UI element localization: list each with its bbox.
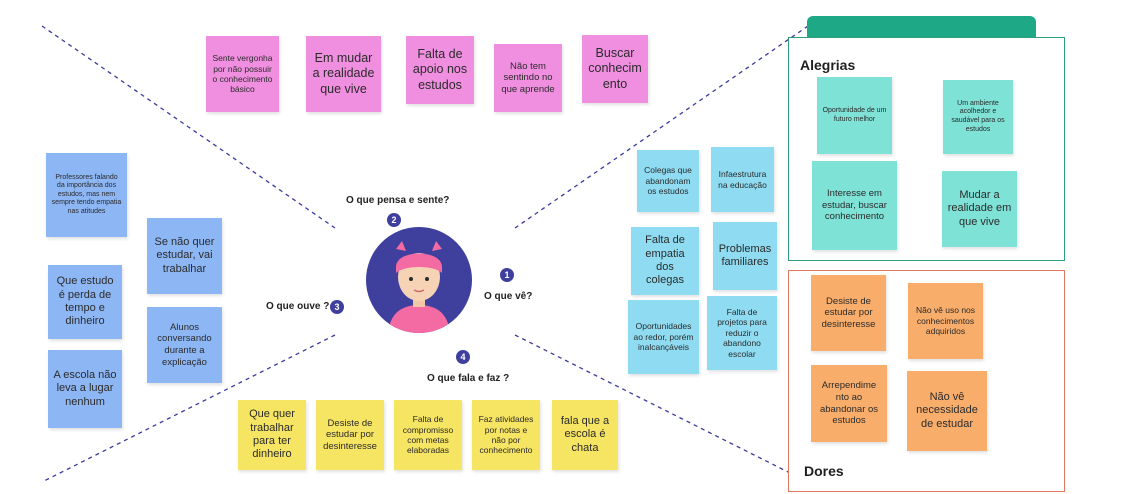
sticky-note-think-2: Em mudar a realidade que vive [306,36,381,112]
sticky-note-hear-4: Alunos conversando durante a explicação [147,307,222,383]
sticky-note-see-3: Falta de empatia dos colegas [631,227,699,295]
dashed-line-bottom-left [41,334,336,483]
sticky-note-think-3: Falta de apoio nos estudos [406,36,474,104]
sticky-note-think-1: Sente vergonha por não possuir o conheci… [206,36,279,112]
sticky-note-think-5: Buscar conhecim ento [582,35,648,103]
question-hear: O que ouve ? [266,301,330,312]
avatar-circle [366,227,472,333]
sticky-note-pain-1: Desiste de estudar por desinteresse [811,275,886,351]
sticky-note-see-2: Infaestrutura na educação [711,147,774,212]
sticky-note-hear-5: A escola não leva a lugar nenhum [48,350,122,428]
number-badge-2: 2 [387,213,401,227]
sticky-note-see-1: Colegas que abandonam os estudos [637,150,699,212]
sticky-note-see-6: Falta de projetos para reduzir o abandon… [707,296,777,370]
sticky-note-hear-3: Que estudo é perda de tempo e dinheiro [48,265,122,339]
sticky-note-gain-4: Mudar a realidade em que vive [942,171,1017,247]
sticky-note-see-4: Problemas familiares [713,222,777,290]
dashed-line-bottom-right [514,334,809,483]
pains-title: Dores [804,463,844,479]
sticky-note-say-3: Falta de compromisso com metas elaborada… [394,400,462,470]
question-see: O que vê? [484,291,533,302]
sticky-note-hear-2: Se não quer estudar, vai trabalhar [147,218,222,294]
sticky-note-see-5: Oportunidades ao redor, porém inalcançáv… [628,300,699,374]
sticky-note-say-2: Desiste de estudar por desinteresse [316,400,384,470]
sticky-note-gain-3: Interesse em estudar, buscar conheciment… [812,161,897,250]
dashed-line-top-left [41,25,336,229]
sticky-note-gain-1: Oportunidade de um futuro melhor [817,77,892,154]
number-badge-4: 4 [456,350,470,364]
sticky-note-think-4: Não tem sentindo no que aprende [494,44,562,112]
question-say-do: O que fala e faz ? [427,373,510,384]
sticky-note-pain-4: Não vê necessidade de estudar [907,371,987,451]
gains-header-tab [807,16,1036,40]
person-avatar-icon [388,241,450,333]
sticky-note-say-1: Que quer trabalhar para ter dinheiro [238,400,306,470]
sticky-note-pain-2: Não vê uso nos conhecimentos adquiridos [908,283,983,359]
question-think-feel: O que pensa e sente? [346,195,450,206]
sticky-note-say-5: fala que a escola é chata [552,400,618,470]
sticky-note-gain-2: Um ambiente acolhedor e saudável para os… [943,80,1013,154]
dashed-line-top-right [514,25,809,229]
number-badge-1: 1 [500,268,514,282]
sticky-note-hear-1: Professores falando da importância dos e… [46,153,127,237]
gains-title: Alegrias [800,57,856,73]
sticky-note-pain-3: Arrependime nto ao abandonar os estudos [811,365,887,442]
number-badge-3: 3 [330,300,344,314]
sticky-note-say-4: Faz atividades por notas e não por conhe… [472,400,540,470]
